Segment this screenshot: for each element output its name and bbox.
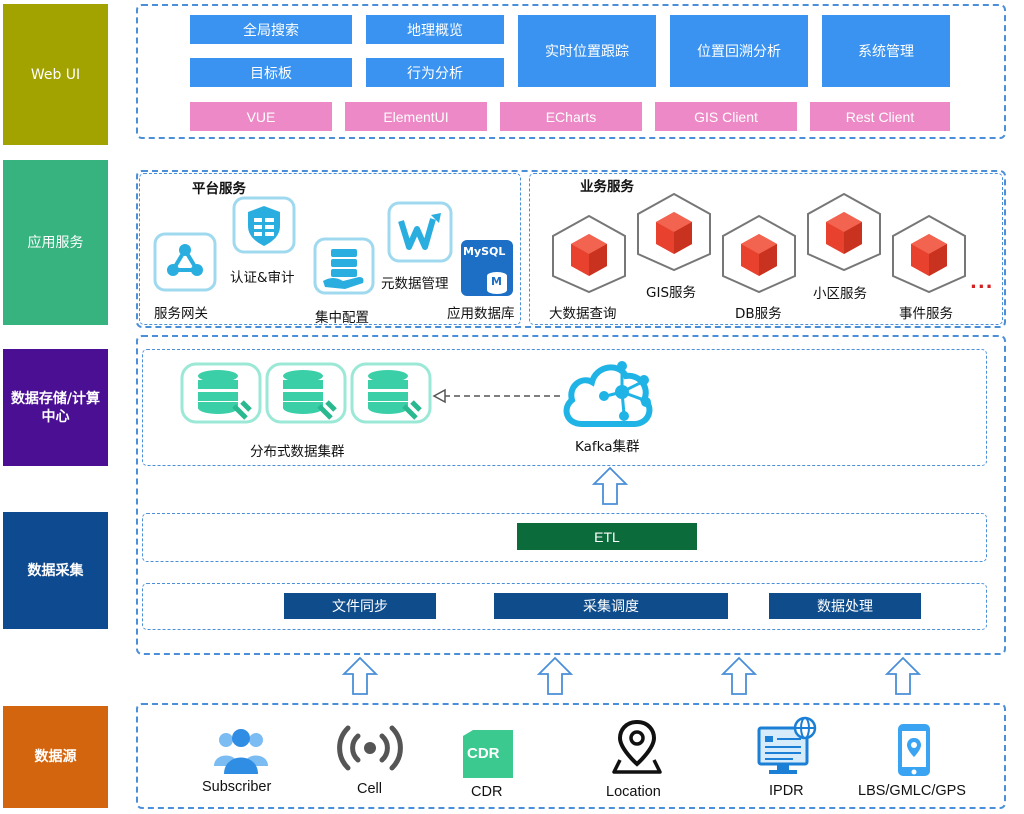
- collect-scheduling[interactable]: 采集调度: [494, 593, 728, 619]
- layer-label-webui: Web UI: [3, 4, 108, 145]
- module-system-admin[interactable]: 系统管理: [822, 15, 950, 87]
- module-realtime-tracking[interactable]: 实时位置跟踪: [518, 15, 656, 87]
- cube-icon-cell: [807, 192, 881, 272]
- tech-echarts: ECharts: [500, 102, 642, 131]
- kafka-cloud-icon: [563, 361, 653, 427]
- etl-box[interactable]: ETL: [517, 523, 697, 550]
- source-cell: Cell: [357, 781, 382, 797]
- db-cluster-icon-2: [265, 362, 347, 424]
- module-behavior-analysis[interactable]: 行为分析: [366, 58, 504, 87]
- kafka-label: Kafka集群: [575, 439, 640, 455]
- storage-frame: [136, 335, 1006, 655]
- business-more: ...: [970, 272, 994, 293]
- auth-audit-icon: [232, 196, 296, 254]
- up-arrow-source-1: [341, 656, 379, 695]
- cube-icon-db: [722, 214, 796, 294]
- cell-signal-icon: [337, 725, 403, 771]
- platform-item-auth: 认证&审计: [230, 270, 295, 286]
- cube-icon-event: [892, 214, 966, 294]
- platform-frame: [139, 173, 521, 325]
- location-pin-icon: [612, 719, 662, 774]
- cdr-badge-text: CDR: [467, 745, 500, 762]
- layer-label-app: 应用服务: [3, 160, 108, 325]
- layer-label-source: 数据源: [3, 706, 108, 808]
- business-item-cell: 小区服务: [813, 286, 867, 302]
- dashed-arrow-kafka-to-cluster: [432, 388, 562, 404]
- subscriber-icon: [214, 729, 268, 774]
- gateway-icon: [153, 232, 217, 292]
- source-lbs-gmlc-gps: LBS/GMLC/GPS: [858, 783, 966, 799]
- tech-gis-client: GIS Client: [655, 102, 797, 131]
- source-frame: [136, 703, 1006, 809]
- etl-frame: [142, 513, 987, 562]
- metadata-icon: [387, 201, 453, 263]
- tech-vue: VUE: [190, 102, 332, 131]
- db-cluster-icon-1: [180, 362, 262, 424]
- platform-title: 平台服务: [192, 181, 246, 197]
- up-arrow-source-3: [720, 656, 758, 695]
- ipdr-monitor-icon: [757, 716, 817, 774]
- up-arrow-source-2: [536, 656, 574, 695]
- layer-label-collect: 数据采集: [3, 512, 108, 629]
- source-ipdr: IPDR: [769, 783, 804, 799]
- module-location-backtrack[interactable]: 位置回溯分析: [670, 15, 808, 87]
- business-item-bigdata: 大数据查询: [549, 306, 617, 322]
- collect-file-sync[interactable]: 文件同步: [284, 593, 436, 619]
- mysql-icon: [461, 240, 513, 296]
- cdr-badge-icon: [463, 730, 513, 778]
- module-geo-overview[interactable]: 地理概览: [366, 15, 504, 44]
- business-title: 业务服务: [580, 179, 634, 195]
- business-item-event: 事件服务: [899, 306, 953, 322]
- source-cdr: CDR: [471, 784, 503, 800]
- source-subscriber: Subscriber: [202, 779, 272, 795]
- collect-frame: [142, 583, 987, 630]
- module-global-search[interactable]: 全局搜索: [190, 15, 352, 44]
- mysql-m: M: [491, 275, 502, 288]
- platform-item-config: 集中配置: [315, 310, 369, 326]
- mysql-label: MySQL: [463, 245, 506, 258]
- webui-frame: [136, 4, 1006, 139]
- cube-icon-bigdata: [552, 214, 626, 294]
- storage-inner-frame: [142, 349, 987, 466]
- app-frame: [136, 170, 1006, 328]
- platform-item-metadata: 元数据管理: [381, 276, 449, 292]
- cube-icon-gis: [637, 192, 711, 272]
- tech-elementui: ElementUI: [345, 102, 487, 131]
- business-frame: [529, 173, 1003, 325]
- business-item-db: DB服务: [735, 306, 782, 322]
- collect-processing[interactable]: 数据处理: [769, 593, 921, 619]
- module-target-board[interactable]: 目标板: [190, 58, 352, 87]
- central-config-icon: [313, 237, 375, 295]
- tech-rest-client: Rest Client: [810, 102, 950, 131]
- db-cluster-icon-3: [350, 362, 432, 424]
- layer-label-storage: 数据存储/计算中心: [3, 349, 108, 466]
- platform-item-gateway: 服务网关: [154, 306, 208, 322]
- business-item-gis: GIS服务: [646, 285, 697, 301]
- up-arrow-etl: [591, 466, 629, 505]
- source-location: Location: [606, 784, 661, 800]
- cluster-label: 分布式数据集群: [250, 444, 345, 460]
- phone-gps-icon: [898, 724, 930, 776]
- platform-item-appdb: 应用数据库: [447, 306, 515, 322]
- up-arrow-source-4: [884, 656, 922, 695]
